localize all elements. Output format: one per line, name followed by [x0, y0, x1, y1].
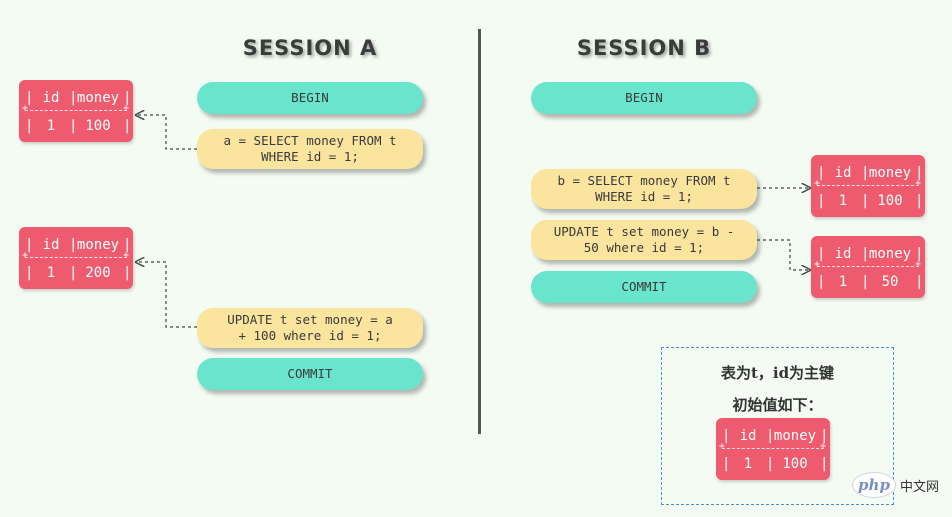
result-table-b-select: |id|money|++|1|100| — [811, 155, 925, 217]
table-cell-money: 100 — [782, 456, 808, 472]
table-header-money: money — [868, 165, 912, 181]
note-line-1: 表为t，id为主键 — [720, 364, 835, 382]
session-a-title: SESSION A — [242, 36, 378, 60]
table-header-id: id — [834, 165, 852, 181]
arrow-b-update — [757, 239, 810, 270]
table-header-money: money — [76, 90, 120, 106]
table-cell-id: 1 — [46, 265, 56, 281]
table-cell-id: 1 — [743, 456, 753, 472]
arrow-a-update — [136, 262, 197, 328]
session-a-update: UPDATE t set money = a + 100 where id = … — [197, 308, 423, 348]
table-header-money: money — [773, 428, 817, 444]
session-b-update: UPDATE t set money = b - 50 where id = 1… — [531, 220, 757, 260]
watermark-text: 中文网 — [900, 479, 940, 495]
table-header-money: money — [868, 246, 912, 262]
session-a-commit: COMMIT — [197, 358, 423, 390]
table-cell-id: 1 — [46, 118, 56, 134]
result-table-a-update: |id|money|++|1|200| — [19, 227, 133, 289]
table-cell-id: 1 — [838, 274, 848, 290]
table-header-id: id — [739, 428, 757, 444]
table-header-id: id — [42, 90, 60, 106]
table-cell-id: 1 — [838, 193, 848, 209]
note-line-2: 初始值如下： — [732, 396, 823, 414]
table-cell-money: 100 — [877, 193, 903, 209]
result-table-a-select: |id|money|++|1|100| — [19, 80, 133, 142]
session-b-begin: BEGIN — [531, 82, 757, 114]
initial-state-note: 表为t，id为主键 初始值如下： |id|money|++|1|100| — [661, 347, 894, 505]
initial-table: |id|money|++|1|100| — [716, 418, 830, 480]
session-a-select: a = SELECT money FROM t WHERE id = 1; — [197, 129, 423, 169]
table-cell-money: 200 — [85, 265, 111, 281]
session-b-select: b = SELECT money FROM t WHERE id = 1; — [531, 169, 757, 209]
session-b-commit: COMMIT — [531, 271, 757, 303]
table-header-id: id — [834, 246, 852, 262]
table-header-money: money — [76, 237, 120, 253]
result-table-b-update: |id|money|++|1|50| — [811, 236, 925, 298]
session-divider — [478, 29, 481, 434]
table-cell-money: 50 — [881, 274, 899, 290]
php-logo: php — [852, 472, 896, 498]
session-a-begin: BEGIN — [197, 82, 423, 114]
table-cell-money: 100 — [85, 118, 111, 134]
session-b-title: SESSION B — [576, 36, 712, 60]
php-cn-watermark: php 中文网 — [852, 472, 952, 498]
arrow-a-select — [136, 115, 197, 150]
table-header-id: id — [42, 237, 60, 253]
